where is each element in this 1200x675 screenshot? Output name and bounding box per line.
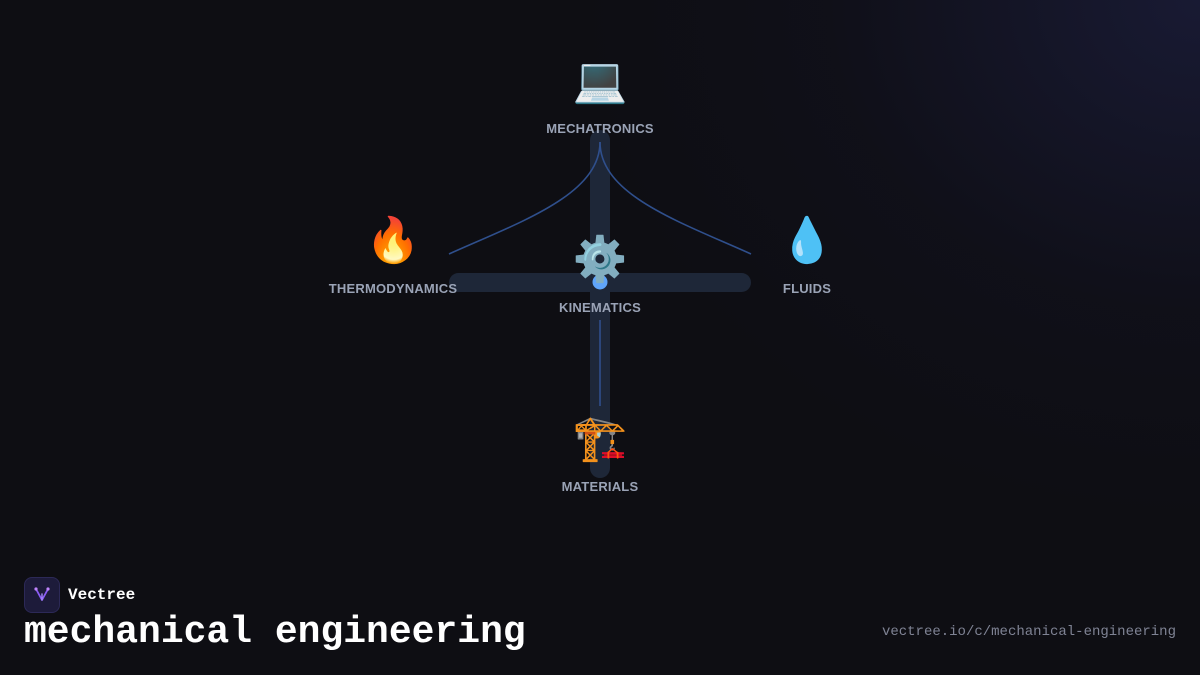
node-label-kinematics: KINEMATICS xyxy=(559,300,641,315)
node-kinematics[interactable]: ⚙️ KINEMATICS xyxy=(500,234,700,315)
node-label-materials: MATERIALS xyxy=(561,479,639,494)
node-label-thermodynamics: THERMODYNAMICS xyxy=(328,281,458,296)
vertical-track xyxy=(590,130,610,478)
fire-icon: 🔥 xyxy=(365,215,421,266)
page-title: mechanical engineering xyxy=(24,611,526,654)
edge-mechatronics-thermodynamics xyxy=(448,141,601,255)
laptop-icon: 💻 xyxy=(572,55,628,106)
edge-mechatronics-fluids xyxy=(599,141,752,255)
node-fluids[interactable]: 💧 FLUIDS xyxy=(707,215,907,296)
droplet-icon: 💧 xyxy=(779,215,835,266)
node-materials[interactable]: 🏗️ MATERIALS xyxy=(500,413,700,494)
crane-icon: 🏗️ xyxy=(572,413,628,464)
node-mechatronics[interactable]: 💻 MECHATRONICS xyxy=(500,55,700,136)
node-label-fluids: FLUIDS xyxy=(782,281,832,296)
node-thermodynamics[interactable]: 🔥 THERMODYNAMICS xyxy=(293,215,493,296)
page-url[interactable]: vectree.io/c/mechanical-engineering xyxy=(881,624,1176,640)
brand[interactable]: Vectree xyxy=(24,577,135,613)
vectree-logo-icon xyxy=(24,577,60,613)
node-label-mechatronics: MECHATRONICS xyxy=(546,121,654,136)
brand-name: Vectree xyxy=(68,586,136,604)
center-node-dot xyxy=(592,274,608,290)
gear-icon: ⚙️ xyxy=(572,234,628,285)
